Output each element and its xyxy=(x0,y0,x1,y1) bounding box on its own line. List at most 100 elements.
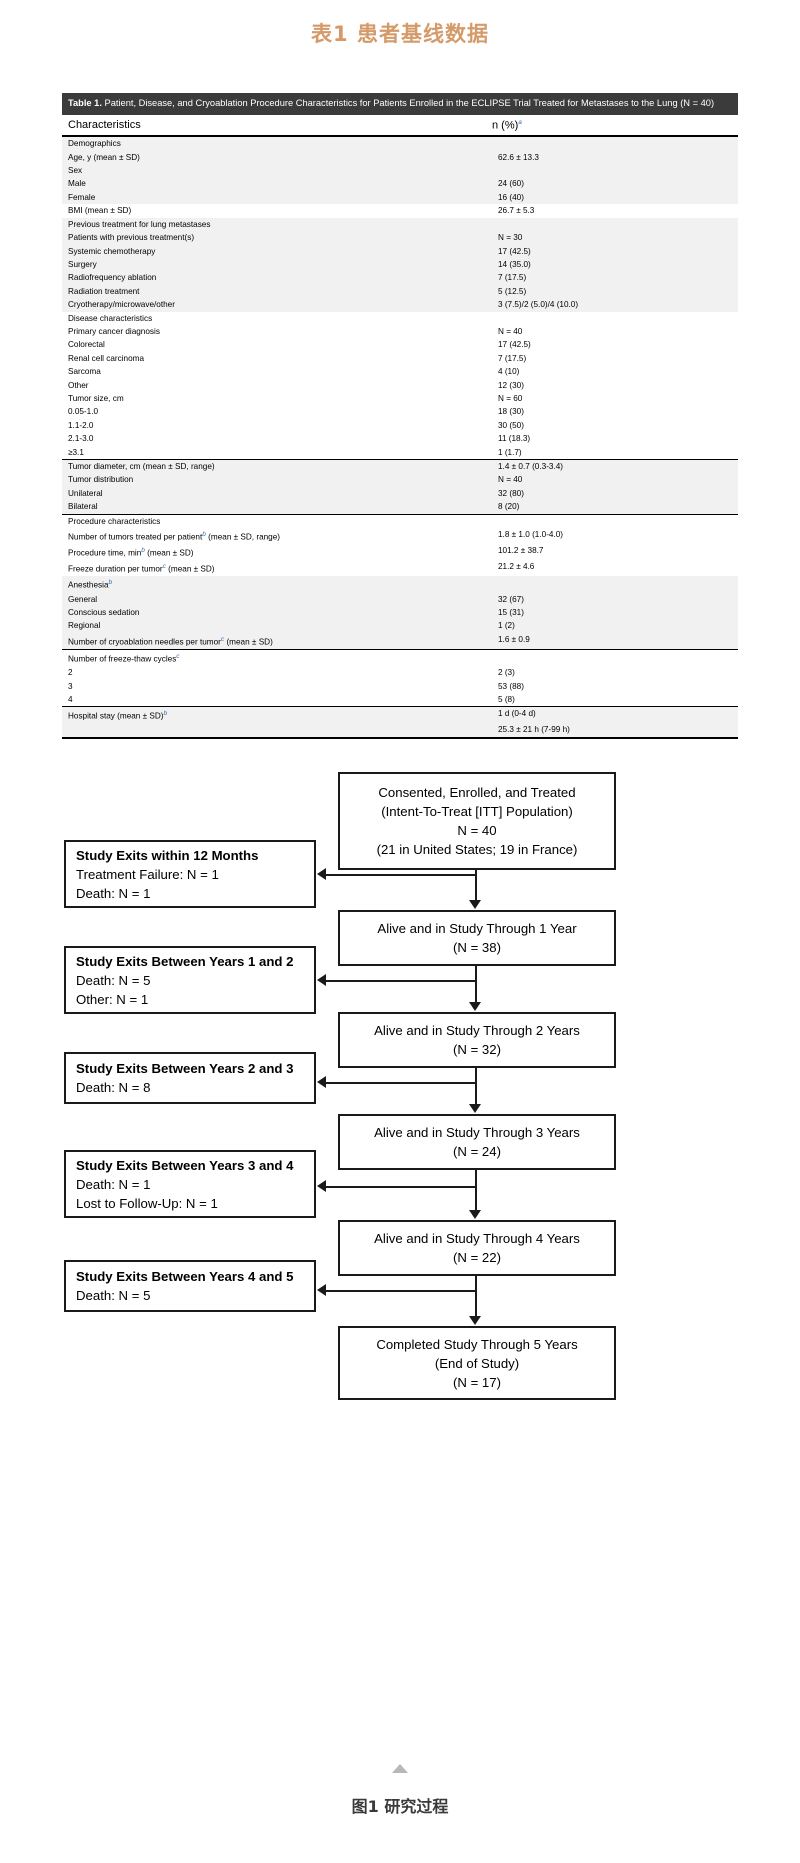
flow-line: Treatment Failure: N = 1 xyxy=(76,866,219,882)
table-cell-characteristic: Freeze duration per tumorc (mean ± SD) xyxy=(62,560,498,577)
table-cell-characteristic: Tumor size, cm xyxy=(62,391,498,406)
table-row: Previous treatment for lung metastases xyxy=(62,217,738,232)
table-column-headers: Characteristics n (%)a xyxy=(62,114,738,138)
flow-node-exit-years-1-2: Study Exits Between Years 1 and 2 Death:… xyxy=(64,946,316,1014)
table-cell-characteristic: Regional xyxy=(62,619,498,633)
scroll-up-caret-icon[interactable] xyxy=(392,1764,408,1773)
table-cell-value: 16 (40) xyxy=(498,190,738,205)
table-row: Tumor diameter, cm (mean ± SD, range)1.4… xyxy=(62,459,738,474)
table-cell-value: 101.2 ± 38.7 xyxy=(498,544,738,561)
flow-node-completed: Completed Study Through 5 Years (End of … xyxy=(338,1326,616,1400)
flow-line: Consented, Enrolled, and Treated xyxy=(378,785,576,800)
footnote-marker-b: b xyxy=(163,710,168,718)
table-row: Age, y (mean ± SD)62.6 ± 13.3 xyxy=(62,150,738,165)
table-cell-value: 3 (7.5)/2 (5.0)/4 (10.0) xyxy=(498,298,738,312)
table-row: Procedure time, minb (mean ± SD)101.2 ± … xyxy=(62,544,738,561)
column-header-characteristics: Characteristics xyxy=(68,118,141,131)
table-cell-characteristic: Disease characteristics xyxy=(62,311,498,325)
table-cell-characteristic: Number of freeze-thaw cyclesc xyxy=(62,648,498,667)
arrowhead-left xyxy=(317,868,326,880)
figure-caption: 图1 研究过程 xyxy=(351,1797,449,1816)
table-cell-value: 32 (80) xyxy=(498,486,738,501)
table-cell-characteristic: Colorectal xyxy=(62,338,498,352)
table-cell-value: N = 40 xyxy=(498,473,738,487)
table-cell-characteristic: General xyxy=(62,592,498,606)
page-title: 表1 患者基线数据 xyxy=(311,22,489,46)
flow-line-heading: Study Exits within 12 Months xyxy=(76,847,259,863)
table-cell-value: 8 (20) xyxy=(498,500,738,515)
table-cell-characteristic: Age, y (mean ± SD) xyxy=(62,150,498,165)
study-flow-diagram: Consented, Enrolled, and Treated (Intent… xyxy=(0,762,800,1400)
table-cell-characteristic: Unilateral xyxy=(62,486,498,501)
connector-year4-to-completed xyxy=(475,1276,478,1318)
table-cell-characteristic: Radiofrequency ablation xyxy=(62,271,498,285)
flow-node-year4: Alive and in Study Through 4 Years (N = … xyxy=(338,1220,616,1276)
table-cell-value: N = 60 xyxy=(498,391,738,406)
flow-line: (21 in United States; 19 in France) xyxy=(376,842,578,857)
flow-node-exit-12-months: Study Exits within 12 Months Treatment F… xyxy=(64,840,316,908)
flow-line: (End of Study) xyxy=(434,1355,520,1371)
table-cell-characteristic: Systemic chemotherapy xyxy=(62,244,498,258)
table-cell-value: 18 (30) xyxy=(498,405,738,419)
table-row: Anesthesiab xyxy=(62,576,738,593)
connector-year2-to-year3 xyxy=(475,1068,478,1106)
table-cell-value: N = 30 xyxy=(498,231,738,245)
table-cell-value xyxy=(498,311,738,325)
table-cell-characteristic: 2 xyxy=(62,666,498,680)
arrowhead-left xyxy=(317,1180,326,1192)
footnote-marker-b: b xyxy=(202,531,206,539)
table-cell-characteristic: Surgery xyxy=(62,257,498,272)
table-1: Table 1. Patient, Disease, and Cryoablat… xyxy=(62,93,738,739)
table-caption: Table 1. Patient, Disease, and Cryoablat… xyxy=(62,93,738,115)
flow-line: Alive and in Study Through 4 Years xyxy=(374,1231,580,1246)
arrowhead-down xyxy=(469,1002,481,1011)
flow-node-enrolled: Consented, Enrolled, and Treated (Intent… xyxy=(338,772,616,870)
flow-line: N = 40 xyxy=(457,823,497,838)
table-cell-value: 1.4 ± 0.7 (0.3-3.4) xyxy=(498,459,738,474)
table-cell-characteristic: Number of cryoablation needles per tumor… xyxy=(62,632,498,650)
flow-line: Death: N = 5 xyxy=(76,972,151,988)
table-cell-value: 1.6 ± 0.9 xyxy=(498,632,738,650)
arrowhead-left xyxy=(317,974,326,986)
flow-line: Alive and in Study Through 2 Years xyxy=(374,1023,580,1038)
table-cell-characteristic: Patients with previous treatment(s) xyxy=(62,231,498,245)
flow-node-year2: Alive and in Study Through 2 Years (N = … xyxy=(338,1012,616,1068)
table-cell-characteristic: Procedure time, minb (mean ± SD) xyxy=(62,544,498,561)
arrowhead-down xyxy=(469,900,481,909)
table-cell-characteristic: BMI (mean ± SD) xyxy=(62,204,498,218)
table-cell-value: 11 (18.3) xyxy=(498,432,738,446)
table-cell-characteristic: Female xyxy=(62,190,498,205)
table-row: Procedure characteristics xyxy=(62,513,738,529)
flow-line-heading: Study Exits Between Years 3 and 4 xyxy=(76,1157,294,1173)
connector-year3-to-year4 xyxy=(475,1170,478,1212)
arrowhead-down xyxy=(469,1316,481,1325)
table-cell-characteristic: Number of tumors treated per patientb (m… xyxy=(62,528,498,545)
table-cell-characteristic: ≥3.1 xyxy=(62,445,498,460)
table-cell-characteristic: Radiation treatment xyxy=(62,284,498,299)
flow-line: (Intent-To-Treat [ITT] Population) xyxy=(381,804,573,819)
table-cell-characteristic: Male xyxy=(62,177,498,191)
table-cell-value: 1 (2) xyxy=(498,619,738,633)
flow-node-year1: Alive and in Study Through 1 Year (N = 3… xyxy=(338,910,616,966)
table-cell-characteristic: Primary cancer diagnosis xyxy=(62,324,498,339)
column-header-n-percent-text: n (%) xyxy=(492,119,519,132)
table-cell-characteristic: 4 xyxy=(62,692,498,707)
flow-line: (N = 38) xyxy=(452,940,501,955)
flow-line: Alive and in Study Through 1 Year xyxy=(377,921,577,936)
